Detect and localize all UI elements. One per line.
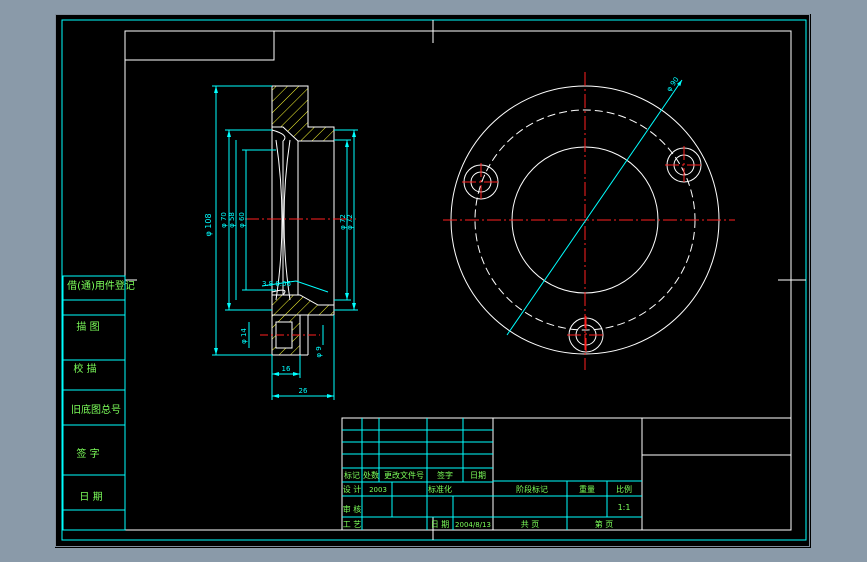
dim-dia-a: φ 70 [220,212,228,228]
dim-width-26: 26 [299,387,308,395]
binding-label-1: 描 图 [76,320,99,333]
tb-header-0: 标记 [344,470,360,480]
dim-width-16: 16 [282,365,291,373]
tb-scale-label: 比例 [616,484,632,494]
tb-scale-value: 1:1 [618,503,631,512]
sheet-border [55,14,810,547]
binding-column [62,275,126,531]
tb-check-label: 审 核 [343,504,362,514]
dim-dia-b: φ 58 [228,212,236,228]
binding-label-2: 校 描 [73,362,96,375]
tb-sheet-number: 第 页 [595,519,614,529]
front-view: φ 90 [443,72,735,370]
section-outline [271,127,335,356]
tb-sheet-total: 共 页 [521,520,540,529]
tb-header-2: 更改文件号 [384,470,424,480]
section-view: φ 108 φ 70 φ 58 φ 60 φ 72 φ 72 φ 14 φ 9 … [204,85,358,400]
binding-label-5: 日 期 [79,491,102,503]
section-dimensions [212,85,358,400]
bolt-circle-dim-leader [506,79,683,336]
dim-dia-c: φ 60 [238,212,246,228]
dim-small-dia: φ 9 [315,346,323,357]
title-block: 标记 处数 更改文件号 签字 日期 设 计 2003 标准化 审 核 工 艺 日… [341,417,792,531]
tb-header-4: 日期 [470,471,486,480]
tb-header-1: 处数 [363,470,379,480]
tb-design-label: 设 计 [343,484,362,494]
code-box [124,30,275,61]
tb-standard-label: 标准化 [428,484,452,494]
binding-label-0: 借(通)用件登记 [67,279,135,292]
dim-chamfer-note: 3.8 0.06 [262,280,291,288]
dim-dia-d: φ 72 [339,214,347,230]
dim-hole-dia: φ 14 [240,328,248,344]
drawing-sheet [55,14,811,548]
binding-label-3: 旧底图总号 [71,403,121,416]
tb-weight-label: 重量 [579,484,595,494]
centering-marks [125,20,806,540]
tb-stage-label: 阶段标记 [516,484,548,494]
dim-arrows [214,86,356,398]
tb-process-label: 工 艺 [343,520,362,529]
tb-date-value: 2004/8/13 [455,521,491,529]
dim-outer-dia: φ 108 [204,213,213,236]
dim-dia-d2: φ 72 [346,214,354,230]
binding-label-4: 签 字 [76,447,99,460]
bolt-circle-dim-arrow [676,80,682,87]
tb-design-year: 2003 [369,486,387,494]
tb-date-label: 日 期 [431,520,450,529]
tb-header-3: 签字 [437,470,453,480]
